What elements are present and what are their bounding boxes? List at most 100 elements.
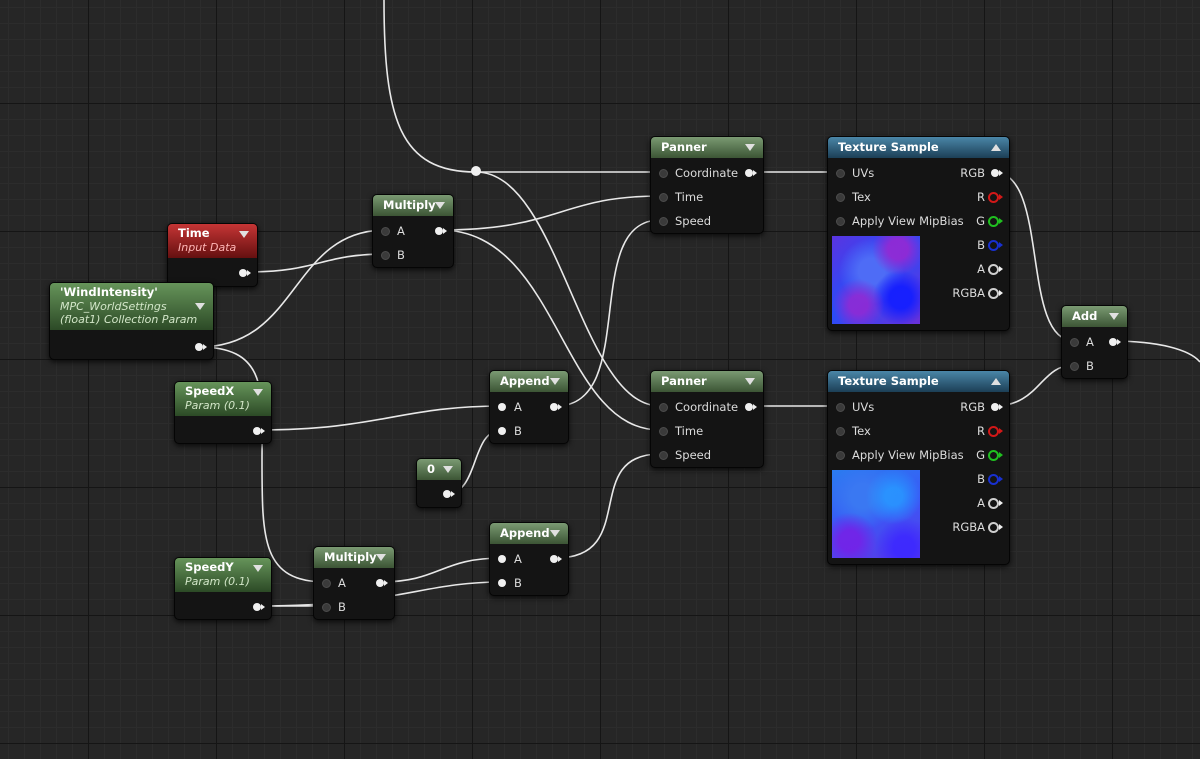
wire-wind-mul1-a[interactable] bbox=[198, 229, 387, 348]
output-pin-a[interactable] bbox=[988, 498, 999, 509]
panner2-header[interactable]: Panner bbox=[651, 371, 763, 392]
output-pin[interactable] bbox=[550, 555, 558, 563]
multiply-node-1[interactable]: Multiply A B bbox=[372, 194, 454, 268]
input-pin-a[interactable] bbox=[1070, 338, 1079, 347]
wire-speedy-app2-b[interactable] bbox=[257, 581, 503, 607]
wire-speedx-app1-a[interactable] bbox=[257, 405, 503, 431]
input-pin-time[interactable] bbox=[659, 193, 668, 202]
panner-node-1[interactable]: Panner Coordinate Time Speed bbox=[650, 136, 764, 234]
output-pin-a[interactable] bbox=[988, 264, 999, 275]
input-pin-a[interactable] bbox=[322, 579, 331, 588]
panner-node-2[interactable]: Panner Coordinate Time Speed bbox=[650, 370, 764, 468]
output-pin[interactable] bbox=[195, 343, 203, 351]
collapse-arrow-icon[interactable] bbox=[435, 202, 445, 209]
output-pin-rgba[interactable] bbox=[988, 522, 999, 533]
input-pin-time[interactable] bbox=[659, 427, 668, 436]
speedy-node-header[interactable]: SpeedY Param (0.1) bbox=[175, 558, 271, 592]
input-pin-tex[interactable] bbox=[836, 193, 845, 202]
speedx-node[interactable]: SpeedX Param (0.1) bbox=[174, 381, 272, 444]
output-pin-rgb[interactable] bbox=[991, 169, 999, 177]
append2-header[interactable]: Append bbox=[490, 523, 568, 544]
input-pin-tex[interactable] bbox=[836, 427, 845, 436]
time-node-header[interactable]: Time Input Data bbox=[168, 224, 257, 258]
collapse-arrow-icon[interactable] bbox=[991, 378, 1001, 385]
collapse-arrow-icon[interactable] bbox=[745, 144, 755, 151]
input-pin-speed[interactable] bbox=[659, 217, 668, 226]
collapse-arrow-icon[interactable] bbox=[550, 378, 560, 385]
panner1-header[interactable]: Panner bbox=[651, 137, 763, 158]
add-node[interactable]: Add A B bbox=[1061, 305, 1128, 379]
collapse-arrow-icon[interactable] bbox=[253, 565, 263, 572]
collapse-arrow-icon[interactable] bbox=[1109, 313, 1119, 320]
output-pin[interactable] bbox=[435, 227, 443, 235]
input-pin-coordinate[interactable] bbox=[659, 403, 668, 412]
collapse-arrow-icon[interactable] bbox=[195, 303, 205, 310]
collapse-arrow-icon[interactable] bbox=[745, 378, 755, 385]
collapse-arrow-icon[interactable] bbox=[239, 231, 249, 238]
output-pin-r[interactable] bbox=[988, 426, 999, 437]
add-header[interactable]: Add bbox=[1062, 306, 1127, 327]
wire-time-mul1-b[interactable] bbox=[245, 253, 387, 273]
time-node[interactable]: Time Input Data bbox=[167, 223, 258, 287]
input-pin-uvs[interactable] bbox=[836, 403, 845, 412]
wire-mul1-pan1-time[interactable] bbox=[439, 195, 661, 231]
speedx-node-header[interactable]: SpeedX Param (0.1) bbox=[175, 382, 271, 416]
constant-node[interactable]: 0 bbox=[416, 458, 462, 508]
output-pin[interactable] bbox=[550, 403, 558, 411]
wire-mul2-app2-a[interactable] bbox=[379, 557, 503, 583]
output-pin[interactable] bbox=[253, 603, 261, 611]
output-pin[interactable] bbox=[745, 403, 753, 411]
output-pin-b[interactable] bbox=[988, 240, 999, 251]
append-node-2[interactable]: Append A B bbox=[489, 522, 569, 596]
speedy-node[interactable]: SpeedY Param (0.1) bbox=[174, 557, 272, 620]
texture-sample-node-2[interactable]: Texture Sample UVs RGB Tex R Apply View … bbox=[827, 370, 1010, 565]
collapse-arrow-icon[interactable] bbox=[550, 530, 560, 537]
collapse-arrow-icon[interactable] bbox=[376, 554, 386, 561]
wind-node-header[interactable]: 'WindIntensity' MPC_WorldSettings (float… bbox=[50, 283, 213, 330]
append-node-1[interactable]: Append A B bbox=[489, 370, 569, 444]
output-pin-r[interactable] bbox=[988, 192, 999, 203]
output-pin[interactable] bbox=[745, 169, 753, 177]
input-pin-a[interactable] bbox=[381, 227, 390, 236]
constant-node-header[interactable]: 0 bbox=[417, 459, 461, 480]
wire-coord-source-pan1[interactable] bbox=[383, 0, 660, 173]
output-pin-rgba[interactable] bbox=[988, 288, 999, 299]
multiply1-header[interactable]: Multiply bbox=[373, 195, 453, 216]
wire-wind-mul2-a[interactable] bbox=[198, 346, 327, 583]
collapse-arrow-icon[interactable] bbox=[253, 389, 263, 396]
output-pin[interactable] bbox=[239, 269, 247, 277]
wire-tex1-add-a[interactable] bbox=[993, 171, 1075, 342]
input-pin-b[interactable] bbox=[322, 603, 331, 612]
output-pin[interactable] bbox=[253, 427, 261, 435]
input-pin-mipbias[interactable] bbox=[836, 451, 845, 460]
output-pin-g[interactable] bbox=[988, 450, 999, 461]
wire-app2-pan2-speed[interactable] bbox=[555, 453, 661, 559]
texture1-header[interactable]: Texture Sample bbox=[828, 137, 1009, 158]
wire-app1-pan1-speed[interactable] bbox=[555, 219, 661, 407]
output-pin[interactable] bbox=[376, 579, 384, 587]
output-pin-rgb[interactable] bbox=[991, 403, 999, 411]
append1-header[interactable]: Append bbox=[490, 371, 568, 392]
input-pin-uvs[interactable] bbox=[836, 169, 845, 178]
wire-mul1-pan2-time[interactable] bbox=[439, 229, 661, 431]
input-pin-a[interactable] bbox=[498, 555, 506, 563]
reroute-node[interactable] bbox=[471, 166, 481, 176]
input-pin-a[interactable] bbox=[498, 403, 506, 411]
wire-reroute-pan2-coordinate[interactable] bbox=[475, 171, 661, 407]
output-pin[interactable] bbox=[443, 490, 451, 498]
input-pin-speed[interactable] bbox=[659, 451, 668, 460]
input-pin-b[interactable] bbox=[381, 251, 390, 260]
texture-sample-node-1[interactable]: Texture Sample UVs RGB Tex R Apply View … bbox=[827, 136, 1010, 331]
collapse-arrow-icon[interactable] bbox=[991, 144, 1001, 151]
multiply-node-2[interactable]: Multiply A B bbox=[313, 546, 395, 620]
multiply2-header[interactable]: Multiply bbox=[314, 547, 394, 568]
input-pin-mipbias[interactable] bbox=[836, 217, 845, 226]
output-pin-g[interactable] bbox=[988, 216, 999, 227]
collapse-arrow-icon[interactable] bbox=[443, 466, 453, 473]
texture2-header[interactable]: Texture Sample bbox=[828, 371, 1009, 392]
output-pin[interactable] bbox=[1109, 338, 1117, 346]
input-pin-b[interactable] bbox=[498, 427, 506, 435]
input-pin-coordinate[interactable] bbox=[659, 169, 668, 178]
input-pin-b[interactable] bbox=[498, 579, 506, 587]
input-pin-b[interactable] bbox=[1070, 362, 1079, 371]
